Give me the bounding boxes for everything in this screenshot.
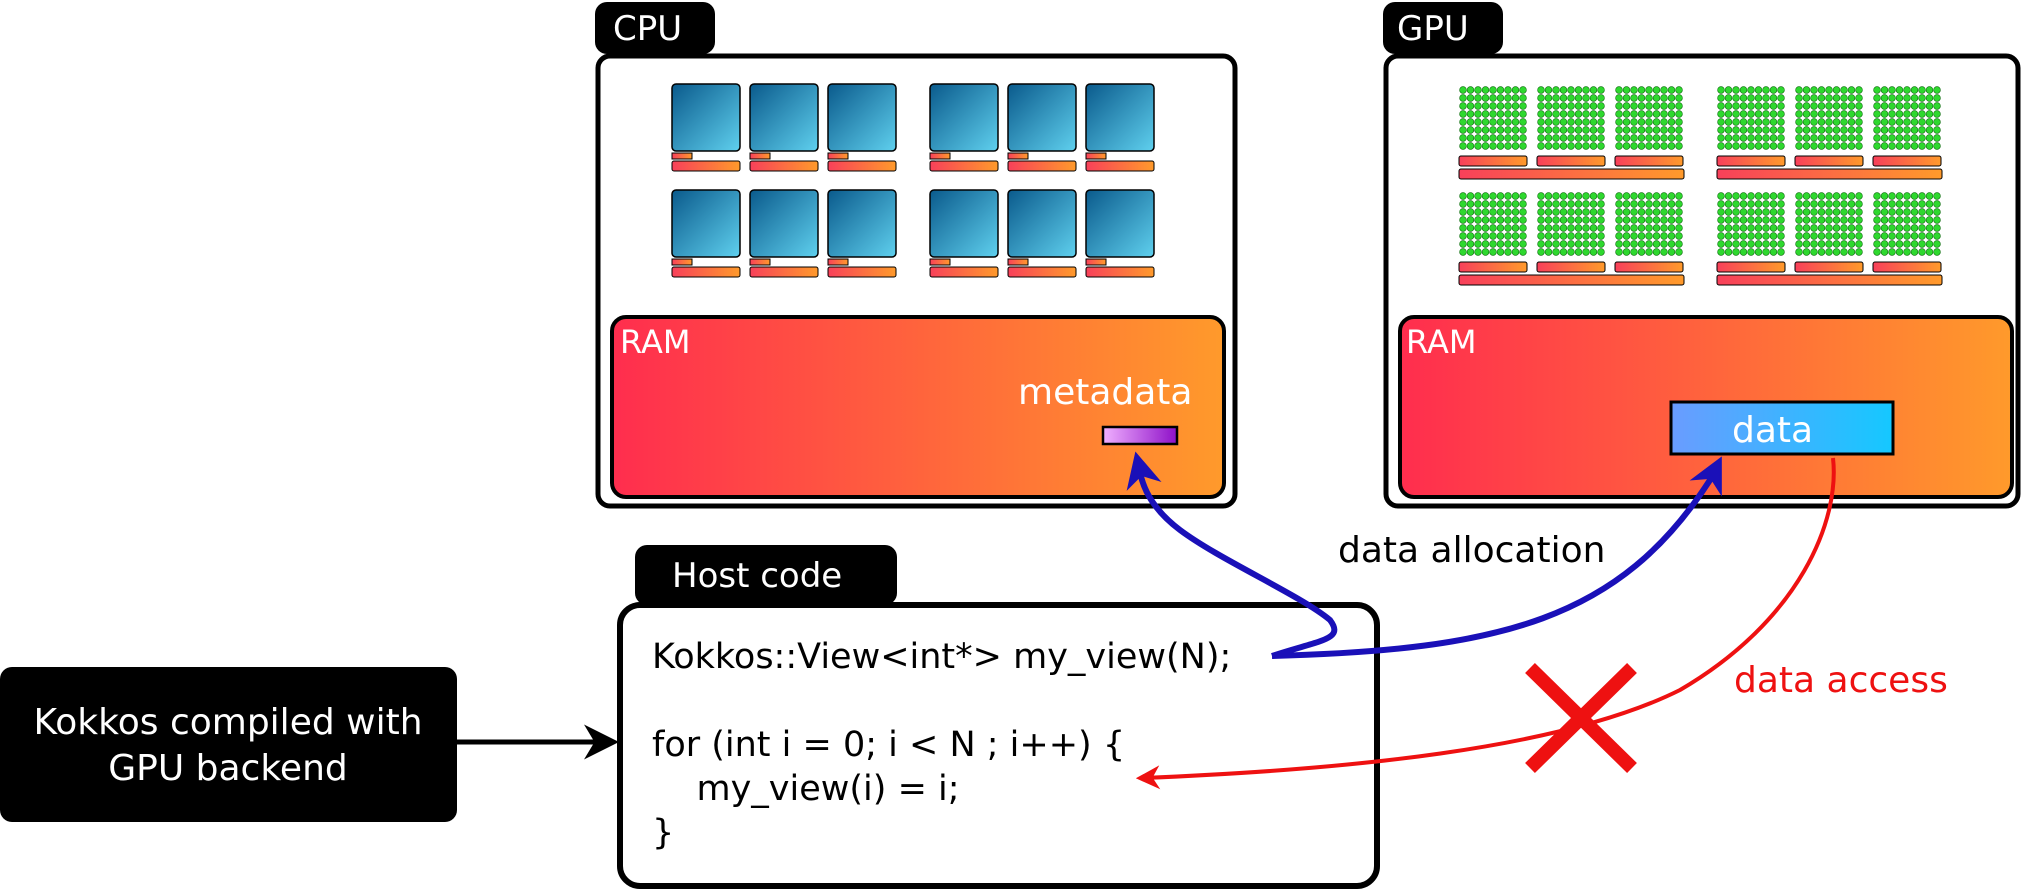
cpu-tab-label: CPU xyxy=(613,9,682,49)
cpu-ram-label: RAM xyxy=(620,323,690,361)
compiled-box xyxy=(0,667,457,822)
gpu-sm xyxy=(1536,86,1606,167)
cpu-core xyxy=(827,83,897,172)
code-line-3: for (int i = 0; i < N ; i++) { xyxy=(652,725,1125,765)
data-label: data xyxy=(1732,410,1813,451)
cpu-core xyxy=(671,83,741,172)
cpu-core xyxy=(1007,83,1077,172)
compiled-line-1: Kokkos compiled with xyxy=(33,702,422,743)
cpu-tab xyxy=(595,2,715,54)
cpu-core xyxy=(929,83,999,172)
host-tab-label: Host code xyxy=(672,556,842,596)
gpu-sm xyxy=(1872,192,1942,273)
gpu-sm xyxy=(1794,86,1864,167)
gpu-tab-label: GPU xyxy=(1397,9,1469,49)
gpu-ram-label: RAM xyxy=(1406,323,1476,361)
gpu-sm xyxy=(1614,192,1684,273)
cpu-core xyxy=(671,189,741,278)
data-allocation-label: data allocation xyxy=(1338,530,1605,571)
gpu-block: GPU RAM data xyxy=(1383,2,2021,509)
gpu-shared-cache xyxy=(1716,168,1943,180)
gpu-sm xyxy=(1872,86,1942,167)
data-allocation-arrow xyxy=(1271,456,1722,659)
compiled-line-2: GPU backend xyxy=(108,748,347,789)
cpu-core xyxy=(749,189,819,278)
gpu-shared-cache xyxy=(1458,168,1685,180)
gpu-shared-cache xyxy=(1716,274,1943,286)
data-access-label: data access xyxy=(1734,660,1948,701)
data-access-arrow xyxy=(1135,457,1836,790)
gpu-sm xyxy=(1536,192,1606,273)
gpu-tab xyxy=(1383,2,1503,54)
gpu-sm xyxy=(1458,192,1528,273)
code-line-1: Kokkos::View<int*> my_view(N); xyxy=(652,637,1231,677)
gpu-sm xyxy=(1716,86,1786,167)
cpu-ram xyxy=(610,315,1226,499)
cpu-core xyxy=(1085,83,1155,172)
cpu-cores xyxy=(671,83,1155,278)
code-line-4: my_view(i) = i; xyxy=(652,769,960,809)
code-line-5: } xyxy=(652,813,674,853)
gpu-shared-cache xyxy=(1458,274,1685,286)
gpu-sm xyxy=(1794,192,1864,273)
host-code-box xyxy=(617,602,1380,889)
gpu-streaming-multiprocessors xyxy=(1458,86,1943,286)
host-tab xyxy=(635,545,897,605)
host-code-block: Host code Kokkos::View<int*> my_view(N);… xyxy=(617,545,1380,889)
gpu-sm xyxy=(1614,86,1684,167)
forbidden-cross-icon xyxy=(1525,663,1637,773)
metadata-allocation-arrow xyxy=(1126,451,1338,659)
compiled-with-gpu-box: Kokkos compiled with GPU backend xyxy=(0,667,457,822)
metadata-label: metadata xyxy=(1018,372,1192,413)
cpu-core xyxy=(1085,189,1155,278)
gpu-sm xyxy=(1458,86,1528,167)
cpu-core xyxy=(1007,189,1077,278)
cpu-block: CPU RAM metadata xyxy=(595,2,1238,509)
cpu-core xyxy=(749,83,819,172)
data-block xyxy=(1669,400,1895,456)
gpu-sm xyxy=(1716,192,1786,273)
cpu-core xyxy=(827,189,897,278)
cpu-core xyxy=(929,189,999,278)
metadata-block xyxy=(1101,425,1179,446)
